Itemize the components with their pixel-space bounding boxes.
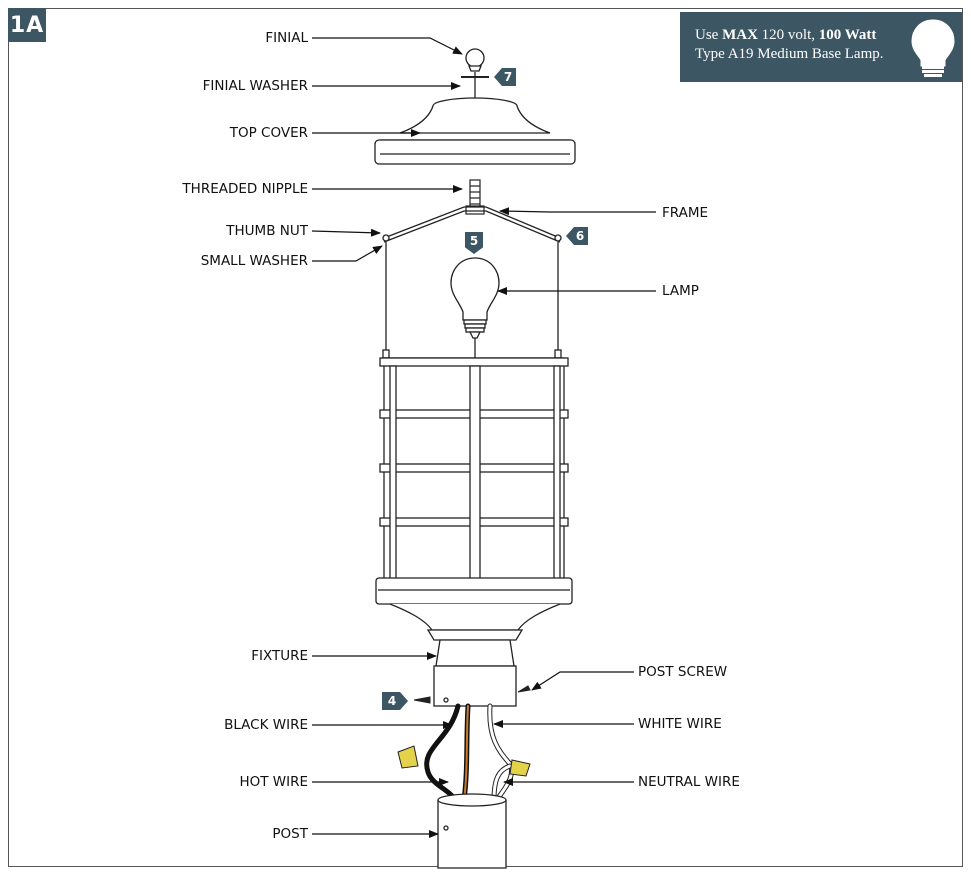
- label-post: POST: [272, 826, 308, 842]
- lamp-note-line2: Type A19 Medium Base Lamp.: [695, 46, 884, 62]
- note-volt: 120 volt,: [761, 27, 815, 43]
- note-max: MAX: [722, 27, 758, 43]
- screws: [413, 685, 531, 704]
- threaded-nipple: [465, 179, 485, 215]
- lamp-note-line1: Use MAX 120 volt, 100 Watt: [695, 26, 962, 45]
- label-white-wire: WHITE WIRE: [638, 716, 722, 732]
- fixture-base: [433, 639, 517, 707]
- bulb-icon: [911, 19, 955, 77]
- label-frame: FRAME: [662, 205, 709, 221]
- wires: [424, 703, 514, 803]
- leader-lines: [311, 37, 656, 838]
- note-prefix: Use: [695, 27, 719, 43]
- label-black-wire: BLACK WIRE: [224, 717, 308, 733]
- label-finial-washer: FINIAL WASHER: [202, 78, 308, 94]
- cage: [375, 357, 573, 641]
- step-badge-7: 7: [494, 68, 516, 86]
- step-badge-4: 4: [382, 692, 408, 710]
- label-fixture: FIXTURE: [251, 648, 308, 664]
- step-tag: 1A: [8, 8, 46, 42]
- note-watt: 100 Watt: [818, 27, 877, 43]
- label-finial: FINIAL: [265, 30, 308, 46]
- lamp: [450, 257, 500, 358]
- wire-nuts: [397, 745, 531, 777]
- label-top-cover: TOP COVER: [229, 125, 308, 141]
- step-badge-6: 6: [566, 227, 588, 245]
- top-cover: [374, 97, 576, 165]
- label-hot-wire: HOT WIRE: [239, 774, 308, 790]
- finial: [461, 48, 489, 100]
- step-badge-5: 5: [465, 232, 483, 254]
- frame: [382, 206, 562, 359]
- label-threaded-nipple: THREADED NIPPLE: [182, 181, 308, 197]
- label-lamp: LAMP: [662, 283, 699, 299]
- post: [437, 793, 507, 869]
- label-neutral-wire: NEUTRAL WIRE: [638, 774, 740, 790]
- label-post-screw: POST SCREW: [638, 664, 728, 680]
- label-thumb-nut: THUMB NUT: [226, 223, 308, 239]
- label-small-washer: SMALL WASHER: [200, 253, 308, 269]
